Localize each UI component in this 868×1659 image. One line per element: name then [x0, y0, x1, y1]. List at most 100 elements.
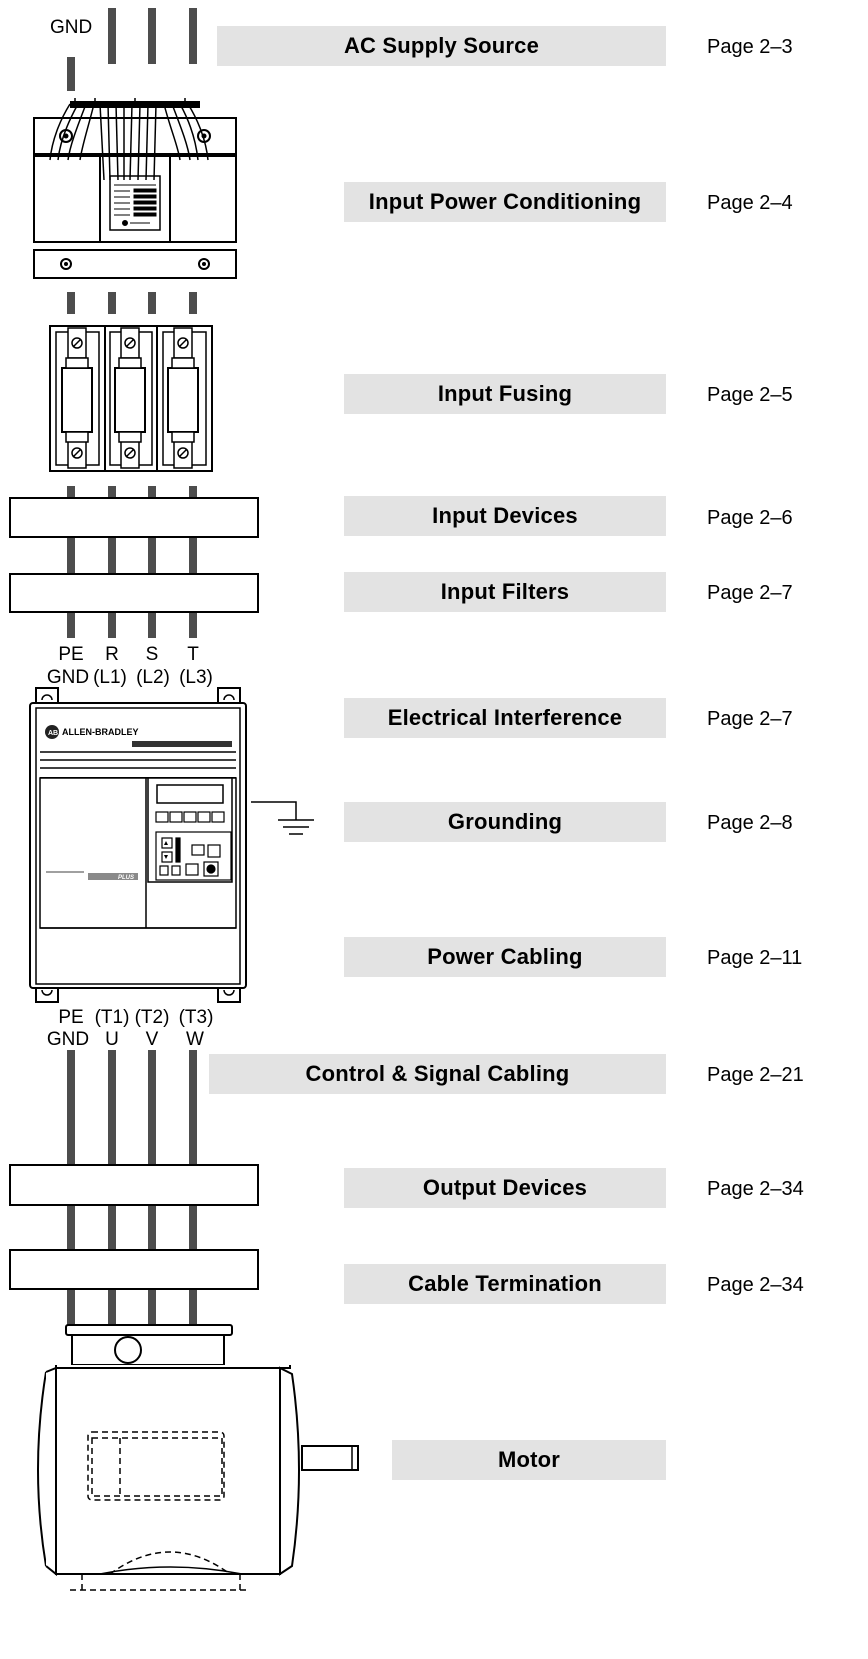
conductor-segment: [148, 537, 156, 574]
section-ac-supply-source[interactable]: AC Supply Source: [217, 26, 666, 66]
keypad-key: [155, 811, 169, 823]
transformer-coil-left: [33, 155, 101, 243]
conductor-segment: [67, 1050, 75, 1165]
output-devices-box: [9, 1164, 259, 1206]
section-input-power-conditioning[interactable]: Input Power Conditioning: [344, 182, 666, 222]
supply-gnd-label: GND: [50, 17, 92, 38]
motor: [37, 1324, 359, 1591]
allen-bradley-logo-icon: [45, 725, 59, 739]
motor-terminal-box: [71, 1334, 225, 1366]
section-title: Electrical Interference: [387, 705, 623, 730]
section-control-signal-cabling[interactable]: Control & Signal Cabling: [209, 1054, 666, 1094]
keypad-key: [197, 811, 211, 823]
conductor-segment: [148, 1289, 156, 1325]
input-terminal-top-label: T: [187, 644, 199, 665]
conductor-segment: [108, 486, 116, 498]
section-input-devices[interactable]: Input Devices: [344, 496, 666, 536]
section-electrical-interference[interactable]: Electrical Interference: [344, 698, 666, 738]
section-cable-termination[interactable]: Cable Termination: [344, 1264, 666, 1304]
input-terminal-bottom-label: (L1): [93, 667, 127, 688]
output-terminal-top-label: (T3): [179, 1007, 214, 1028]
section-title: Input Power Conditioning: [368, 189, 642, 214]
keypad-key: [211, 811, 225, 823]
motor-conduit-opening: [114, 1336, 142, 1364]
conductor-segment: [67, 612, 75, 638]
output-terminal-labels: PE (T1) (T2) (T3) GND U V W: [47, 1007, 214, 1050]
conductor-segment: [108, 292, 116, 314]
isolation-transformer: [33, 101, 237, 279]
transformer-coil-right: [169, 155, 237, 243]
fuse-cartridge: [114, 367, 146, 433]
keypad-key: [159, 865, 169, 876]
conductor-segment: [189, 537, 197, 574]
page-reference: Page 2–3: [707, 36, 793, 58]
section-title: Control & Signal Cabling: [305, 1061, 570, 1086]
input-filters-box: [9, 573, 259, 613]
conductor-segment: [189, 612, 197, 638]
conductors: [67, 8, 197, 1325]
section-title: Power Cabling: [427, 944, 583, 969]
page-reference: Page 2–4: [707, 192, 793, 214]
section-input-fusing[interactable]: Input Fusing: [344, 374, 666, 414]
conductor-segment: [189, 1050, 197, 1165]
section-title: Input Filters: [440, 579, 570, 604]
transformer-terminal-bar: [70, 101, 200, 108]
keypad-key: [183, 811, 197, 823]
page-reference: Page 2–7: [707, 708, 793, 730]
section-motor[interactable]: Motor: [392, 1440, 666, 1480]
conductor-segment: [189, 292, 197, 314]
keypad-key: [169, 811, 183, 823]
input-terminal-top-label: S: [146, 644, 159, 665]
start-key: [207, 844, 221, 858]
conductor-segment: [108, 1205, 116, 1250]
supply-conductor-l2: [148, 8, 156, 64]
conductor-segment: [67, 1289, 75, 1325]
keypad-key: [185, 863, 199, 876]
section-power-cabling[interactable]: Power Cabling: [344, 937, 666, 977]
output-terminal-top-label: (T2): [135, 1007, 170, 1028]
section-grounding[interactable]: Grounding: [344, 802, 666, 842]
keypad-display: [156, 784, 224, 804]
conductor-segment: [148, 1050, 156, 1165]
section-output-devices[interactable]: Output Devices: [344, 1168, 666, 1208]
section-title: AC Supply Source: [343, 33, 540, 58]
conductor-segment: [108, 537, 116, 574]
output-terminal-bottom-label: GND: [47, 1029, 89, 1050]
keypad-key: [191, 844, 205, 856]
output-terminal-bottom-label: W: [186, 1029, 204, 1050]
svg-text:AB: AB: [48, 730, 58, 737]
input-terminal-bottom-label: (L3): [179, 667, 213, 688]
conductor-segment: [148, 486, 156, 498]
page-reference: Page 2–34: [707, 1178, 804, 1200]
section-title: Grounding: [447, 809, 563, 834]
page-reference: Page 2–21: [707, 1064, 804, 1086]
input-devices-box: [9, 497, 259, 538]
input-terminal-bottom-label: GND: [47, 667, 89, 688]
section-title: Input Fusing: [437, 381, 573, 406]
motor-endbell-right: [279, 1366, 300, 1576]
output-terminal-bottom-label: V: [146, 1029, 159, 1050]
input-terminal-top-label: PE: [58, 644, 83, 665]
conductor-segment: [108, 1289, 116, 1325]
input-terminal-labels: PE R S T GND (L1) (L2) (L3): [47, 644, 213, 688]
conductor-segment: [67, 486, 75, 498]
drive-brand-label: ALLEN-BRADLEY: [62, 727, 139, 737]
section-title: Output Devices: [422, 1175, 588, 1200]
section-title: Cable Termination: [408, 1271, 602, 1296]
supply-conductor-l1: [108, 8, 116, 64]
drive-model-plate: [88, 873, 138, 880]
motor-endbell-left: [37, 1371, 47, 1567]
conductor-segment: [67, 1205, 75, 1250]
page-reference: Page 2–6: [707, 507, 793, 529]
motor-shaft: [301, 1445, 359, 1471]
ground-symbol-icon: [251, 801, 314, 835]
conductor-segment: [148, 1205, 156, 1250]
input-terminal-top-label: R: [105, 644, 119, 665]
section-input-filters[interactable]: Input Filters: [344, 572, 666, 612]
speed-bar-icon: [175, 837, 181, 863]
page-reference: Page 2–7: [707, 582, 793, 604]
conductor-segment: [189, 1289, 197, 1325]
section-title: Input Devices: [432, 503, 578, 528]
motor-frame: [55, 1367, 281, 1575]
page-reference: Page 2–5: [707, 384, 793, 406]
